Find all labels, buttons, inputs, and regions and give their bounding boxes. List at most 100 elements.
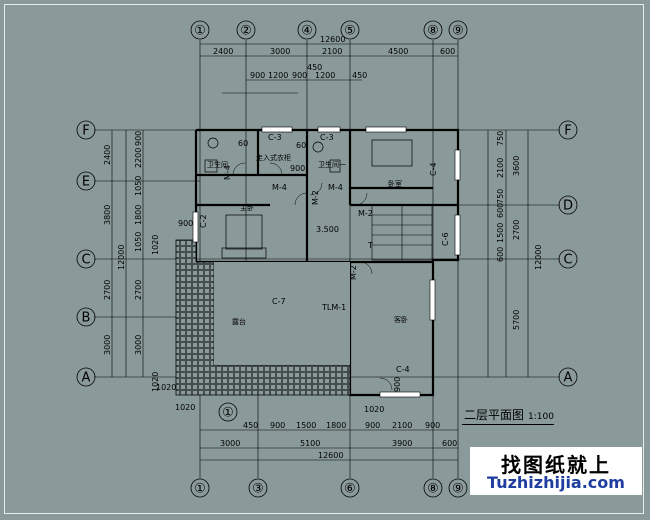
tag-c3: C-3 [268,133,282,142]
dim-right: 750 [496,131,505,146]
dim-left-inner: 1050 [134,176,143,196]
dim-bottom2: 3900 [392,439,412,448]
bottom-dimension-lines [200,429,458,461]
axis-label-sub-1: ① [222,406,234,421]
tag-c6: C-6 [441,232,450,246]
room-toilet: 卫生间 [207,160,228,169]
dim-left-inner: 1050 [134,232,143,252]
axis-label-top-1: ① [194,24,206,39]
tag-c3: C-3 [320,133,334,142]
dim-left: 3000 [103,335,112,355]
axis-bubbles [76,20,578,498]
axis-label-left-B: B [82,311,91,326]
tag-m2: M-2 [349,265,358,280]
dim-left-inner: 2700 [134,280,143,300]
drawing-frame [4,4,644,514]
terrace-floor [214,262,350,365]
axis-label-left-C: C [81,253,90,268]
room-guest-bedroom: 客卧 [394,315,408,324]
room-walk-in-closet: 走入式衣柜 [256,153,291,162]
dim-right: 2100 [496,158,505,178]
tag-60: 60 [296,141,306,150]
dim-bottom: 2100 [392,421,412,430]
dim-top-sub: 450 [352,71,367,80]
bed-icon [225,214,263,250]
dim-1020-b: 1020 [175,403,195,412]
toilet-icon [312,141,324,153]
dim-1020-c: 1020 [364,405,384,414]
dim-top-sub: 1200 [268,71,288,80]
dim-right: 750 [496,189,505,204]
level-mark: 3.500 [316,225,339,234]
axis-label-bottom-8: ⑧ [427,482,439,497]
room-bedroom: 卧室 [388,179,402,188]
tag-60: 60 [238,139,248,148]
dim-top-sub: 450 [307,63,322,72]
left-dims: 2400 3800 2700 3000 12000 900 2200 1050 … [103,131,143,355]
tag-m4: M-4 [328,183,343,192]
title-underline [462,424,554,425]
dim-top: 3000 [270,47,290,56]
dim-1020-a: 1020 [156,383,176,392]
axis-label-bottom-9: ⑨ [452,482,464,497]
plan-title-text: 二层平面图 [464,408,525,422]
tag-t: T [367,241,373,250]
top-dimension-lines [200,43,458,94]
plan-scale: 1:100 [528,412,554,422]
dim-right2: 5700 [512,310,521,330]
dim-top: 2100 [322,47,342,56]
dim-right: 600 [496,247,505,262]
axis-label-top-2: ② [240,24,252,39]
axis-label-right-D: D [563,199,573,214]
axis-label-right-F: F [564,124,571,139]
dim-left: 2700 [103,280,112,300]
windows [192,126,461,398]
dim-bottom2: 3000 [220,439,240,448]
tag-m2: M-2 [358,209,373,218]
dim-900: 900 [178,219,193,228]
dim-top-sub: 900 [292,71,307,80]
tag-tlm1: TLM-1 [321,303,346,312]
dim-bottom: 1800 [326,421,346,430]
dim-top: 4500 [388,47,408,56]
watermark-cn: 找图纸就上 [501,453,611,477]
tag-c4: C-4 [396,365,410,374]
axis-label-top-9: ⑨ [452,24,464,39]
tag-c4: C-4 [429,162,438,176]
dim-top: 600 [440,47,455,56]
axis-label-top-5: ⑤ [344,24,356,39]
tag-m2: M-2 [311,190,320,205]
dim-top-sub: 900 [250,71,265,80]
sink-icon [329,159,341,173]
dim-left-inner: 3000 [134,335,143,355]
axis-label-bottom-3: ③ [252,482,264,497]
dim-bottom: 450 [243,421,258,430]
room-master-bedroom: 主卧 [240,203,254,212]
watermark-url: Tuzhizhijia.com [487,473,625,492]
tag-c7: C-7 [272,297,286,306]
right-dims: 750 2100 750 600 1500 600 3600 2700 5700… [496,131,543,330]
watermark-box: 找图纸就上 Tuzhizhijia.com [470,447,642,495]
tag-1020: 1020 [151,372,160,392]
furniture [204,137,413,259]
door-swings [232,162,393,391]
tag-m4: M-4 [272,183,287,192]
axis-label-right-C: C [563,253,572,268]
dim-bottom: 900 [425,421,440,430]
dim-left-total: 12000 [117,245,126,270]
tag-m4: M-4 [223,165,232,180]
axis-label-top-8: ⑧ [427,24,439,39]
axis-label-left-F: F [82,124,89,139]
axis-label-bottom-6: ⑥ [344,482,356,497]
room-terrace: 露台 [232,317,246,326]
dim-left-inner: 2200 [134,148,143,168]
tag-c2: C-2 [199,214,208,228]
staircase [371,204,433,261]
dim-left-inner: 900 [134,131,143,146]
dim-top: 2400 [213,47,233,56]
dim-right2: 2700 [512,220,521,240]
right-dimension-lines [487,130,529,377]
tag-900: 900 [393,377,402,392]
